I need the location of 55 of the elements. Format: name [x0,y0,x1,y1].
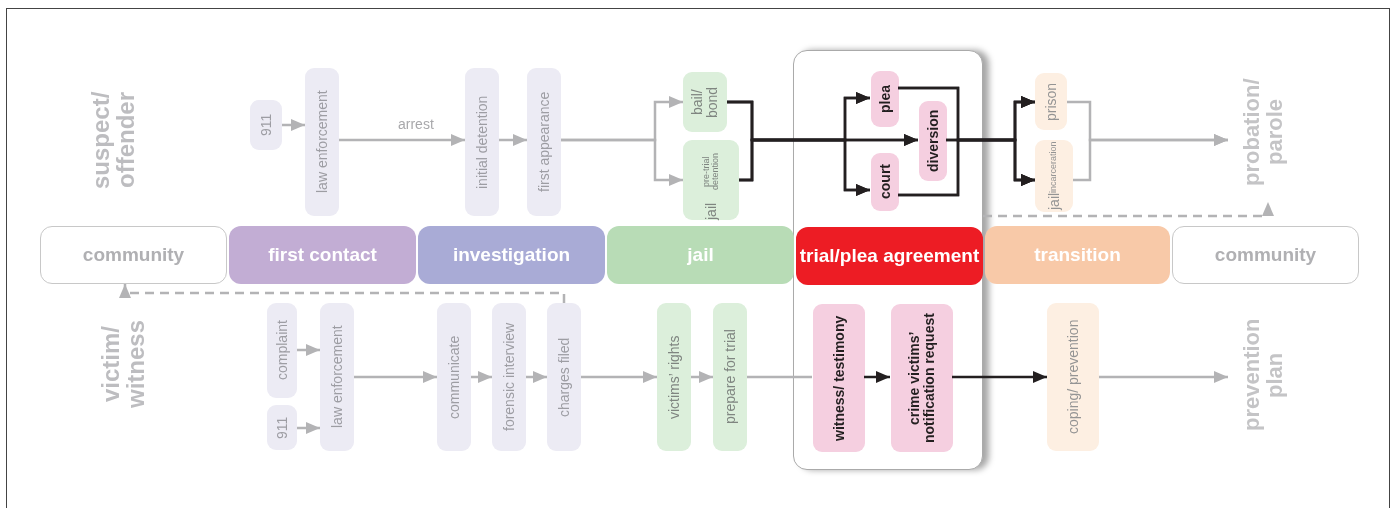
process-box: prison [1035,73,1067,130]
process-box: law enforcement [305,68,339,216]
process-box: prepare for trial [713,303,747,451]
arrow [526,371,547,383]
stage-band: first contact [229,226,416,284]
arrow [581,371,657,383]
process-box: 911 [267,405,297,450]
arrow [561,138,683,186]
arrow [339,134,465,146]
process-box: bail/ bond [683,72,727,132]
process-box: witness/ testimony [813,304,865,452]
process-box: plea [871,71,899,127]
process-box: court [871,153,899,211]
process-box: charges filed [547,303,581,451]
process-box: law enforcement [320,303,354,451]
outcome-label: probation/ parole [1228,62,1298,202]
stage-band: trial/plea agreement [796,227,983,285]
process-box: diversion [919,101,947,181]
arrow [297,344,320,356]
process-box: jail pre-trial detention [683,140,739,220]
process-box: coping/ prevention [1047,303,1099,451]
dashed-arrow [119,284,566,303]
process-box: communicate [437,303,471,451]
arrow [297,422,320,434]
process-box: forensic interview [492,303,526,451]
process-box: jailincarceration [1035,140,1073,212]
arrow [898,138,1035,197]
connector-line [747,375,812,379]
arrow [1099,371,1228,383]
process-box: 911 [250,100,282,150]
arrow [952,371,1047,383]
arrow [864,371,890,383]
lane-label: victim/ witness [98,319,151,410]
process-box: initial detention [465,68,499,216]
arrow [471,371,492,383]
lane-label: suspect/ offender [88,90,141,191]
stage-band: community [40,226,227,284]
process-box: complaint [267,303,297,398]
process-box: crime victims’ notification request [891,304,953,452]
process-box: first appearance [527,68,561,216]
arrow [691,371,713,383]
edge-label: arrest [398,116,434,132]
stage-band: transition [985,226,1170,284]
stage-band: investigation [418,226,605,284]
stage-band: jail [607,226,794,284]
arrow [739,138,870,196]
arrow [282,119,305,131]
outcome-label: prevention plan [1228,305,1298,445]
arrow [499,134,527,146]
dashed-arrow [983,202,1274,218]
arrow [354,371,437,383]
highlight-panel [793,50,983,470]
process-box: victims’ rights [657,303,691,451]
stage-band: community [1172,226,1359,284]
arrow [1073,134,1228,182]
